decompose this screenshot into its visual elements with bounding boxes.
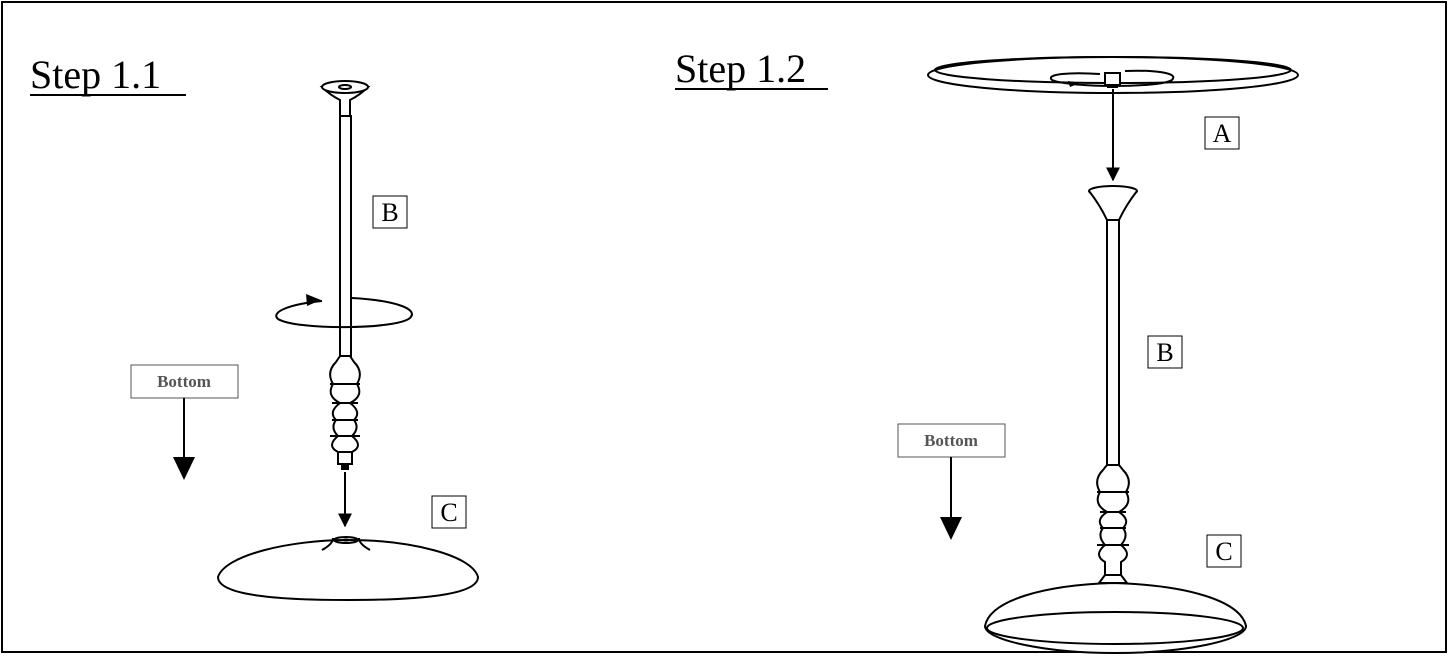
step-1-1-part-c-label: C: [431, 495, 467, 529]
step-1-2-bottom-indicator: Bottom: [897, 423, 1006, 540]
svg-text:B: B: [1156, 338, 1173, 367]
step-1-2-pole: [1088, 185, 1138, 584]
step-1-2-part-b-label: B: [1147, 335, 1183, 369]
step-1-2-base: [983, 581, 1248, 655]
step-1-1-pole: [319, 80, 371, 470]
svg-text:A: A: [1213, 119, 1232, 148]
step-1-2-panel: Step 1.2 A: [675, 46, 1299, 655]
step-1-1-bottom-indicator: Bottom: [130, 364, 239, 480]
step-1-1-title: Step 1.1: [30, 52, 161, 97]
step-1-2-part-a-label: A: [1204, 116, 1240, 150]
step-1-1-part-b-label: B: [372, 195, 408, 229]
step-1-2-top-tray: [927, 56, 1299, 94]
svg-text:C: C: [440, 498, 457, 527]
step-1-1-base: [216, 536, 480, 602]
step-1-2-bottom-label: Bottom: [924, 431, 978, 450]
step-1-2-part-c-label: C: [1206, 534, 1242, 568]
svg-text:B: B: [381, 198, 398, 227]
svg-text:C: C: [1215, 537, 1232, 566]
step-1-1-panel: Step 1.1 B: [30, 52, 480, 602]
step-1-1-bottom-label: Bottom: [157, 372, 211, 391]
step-1-1-rotation-arrow: [275, 294, 413, 329]
step-1-2-title: Step 1.2: [675, 46, 806, 91]
